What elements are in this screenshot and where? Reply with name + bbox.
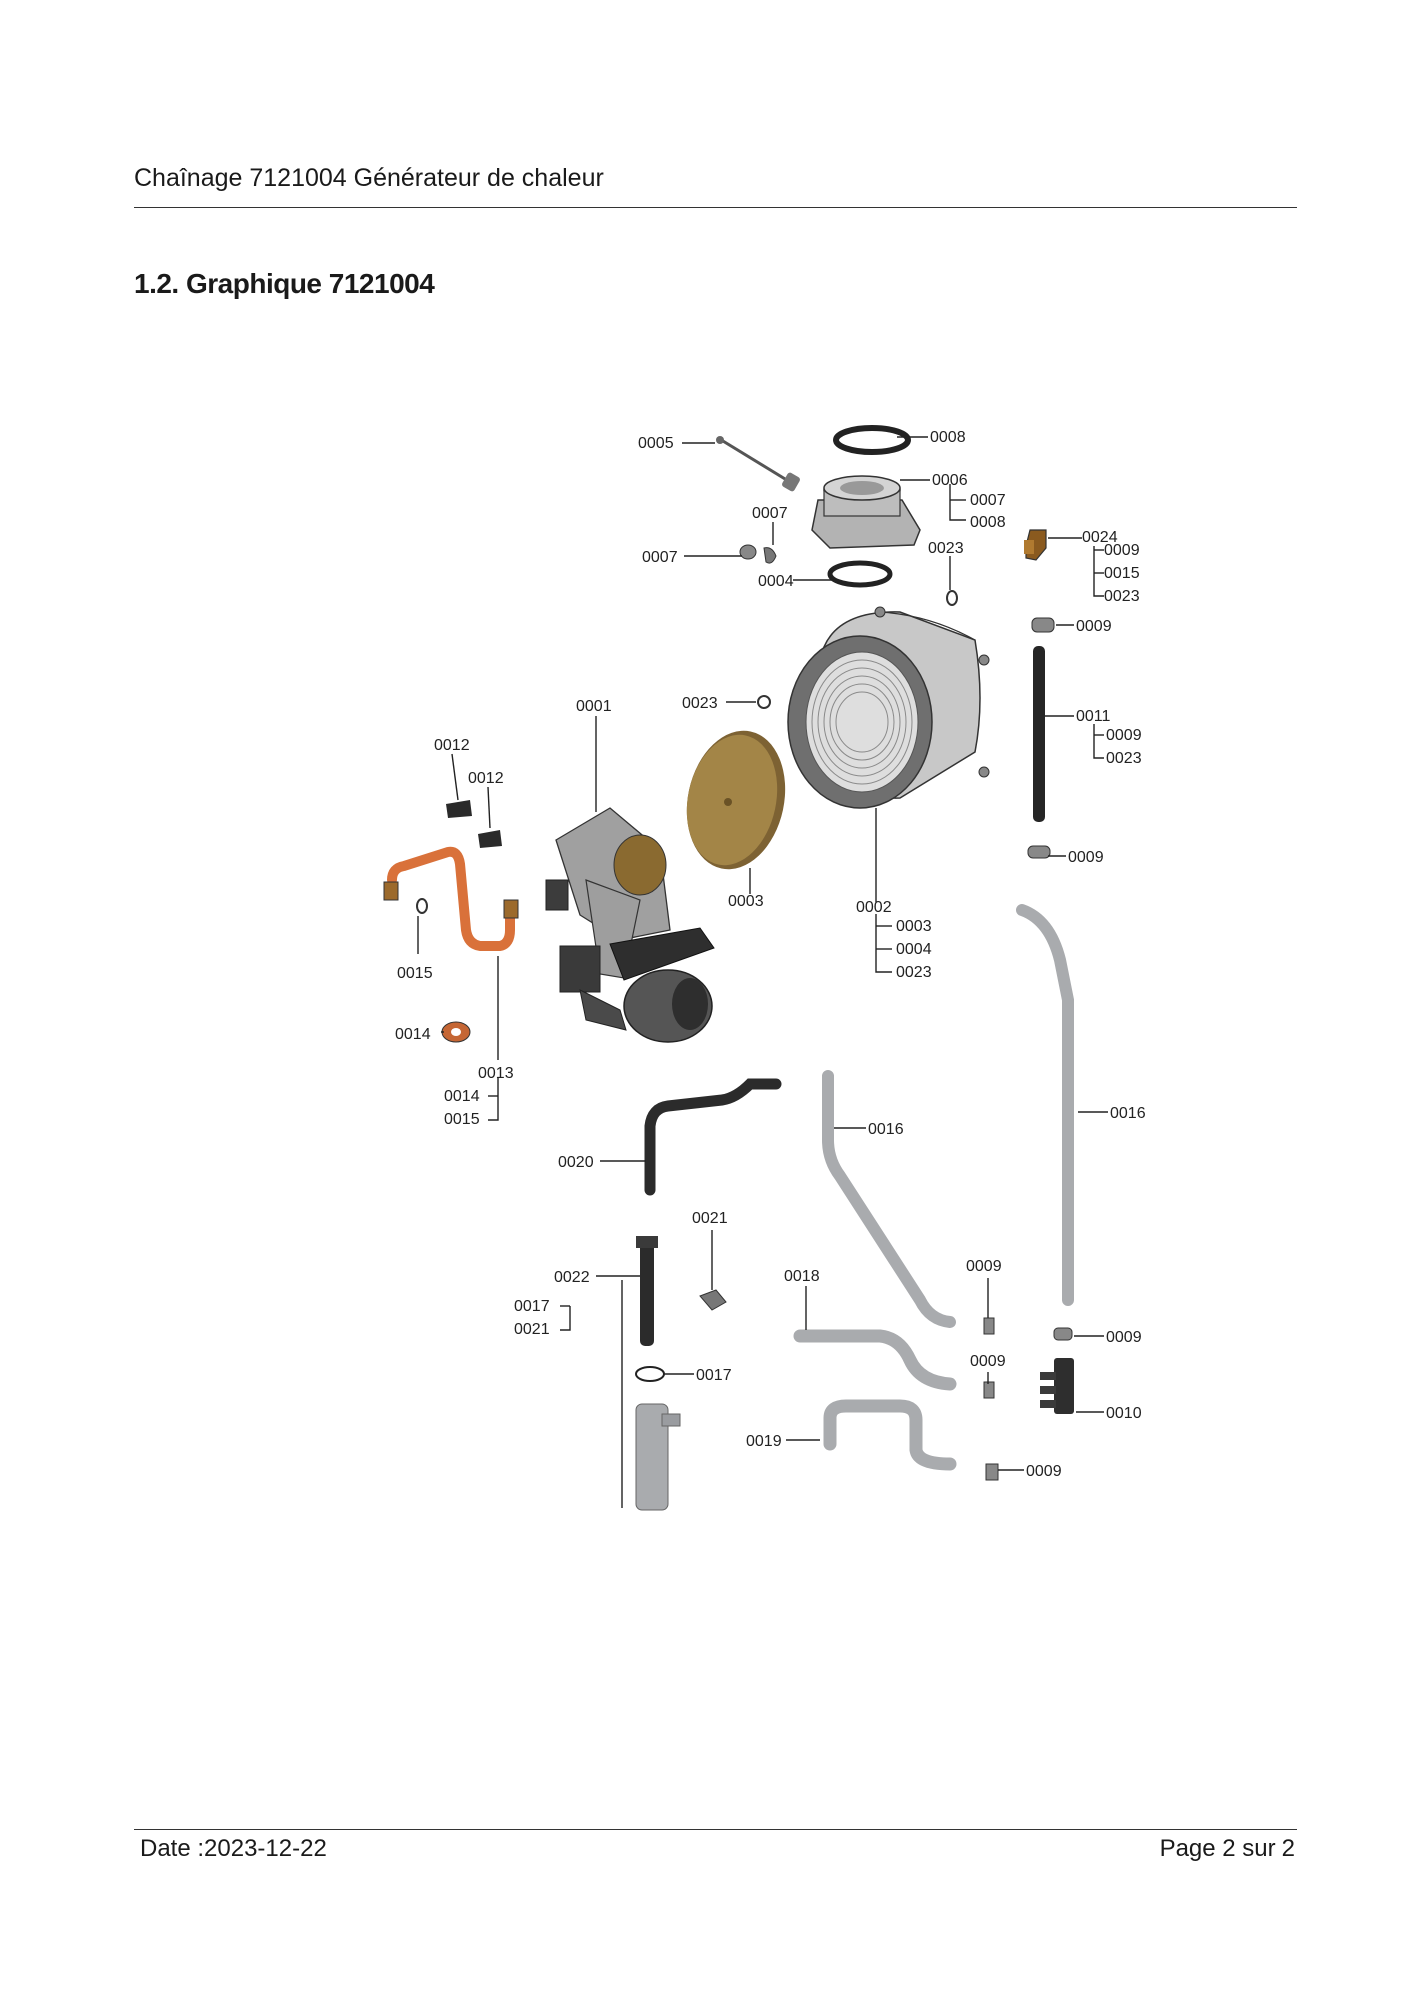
callout-0015: 0015	[397, 965, 433, 982]
part-0019-hose	[823, 1399, 957, 1471]
callout-0009-e: 0009	[1106, 1329, 1142, 1346]
callout-0007-b: 0007	[642, 549, 678, 566]
part-0018-hose	[793, 1329, 957, 1391]
callout-0016-a: 0016	[868, 1121, 904, 1138]
part-0006-burner-head	[811, 475, 921, 549]
part-0009-clamp-f	[1053, 1327, 1073, 1341]
part-0020-siphon	[644, 1078, 782, 1196]
part-0009-clamp-a	[1031, 617, 1055, 633]
callout-0024-sub-3: 0023	[1104, 588, 1140, 605]
part-0002-heat-exchanger	[787, 606, 990, 809]
part-0008-gasket	[833, 425, 911, 455]
callout-0006-sub-1: 0007	[970, 492, 1006, 509]
callout-0002-sub-2: 0004	[896, 941, 932, 958]
part-0016-long-tube	[1016, 904, 1074, 1306]
footer-page-label: Page 2 sur	[1159, 1835, 1276, 1862]
callout-0013-sub-2: 0015	[444, 1111, 480, 1128]
part-0010-manifold	[1040, 1358, 1074, 1414]
header-divider	[134, 207, 1297, 208]
callout-0014: 0014	[395, 1026, 431, 1043]
callout-0021: 0021	[692, 1210, 728, 1227]
callout-0011-sub-1: 0009	[1106, 727, 1142, 744]
part-0009-clamp-c	[983, 1317, 995, 1335]
part-trap-cup	[635, 1403, 681, 1511]
callout-0017: 0017	[696, 1367, 732, 1384]
footer-divider	[134, 1829, 1297, 1830]
part-0015-oring	[416, 898, 428, 914]
callout-0013: 0013	[478, 1065, 514, 1082]
part-0022-pipe	[636, 1236, 658, 1346]
callout-0009-c: 0009	[966, 1258, 1002, 1275]
part-0014-washer	[441, 1021, 471, 1043]
document-header-title: Chaînage 7121004 Générateur de chaleur	[134, 164, 604, 192]
callout-0003: 0003	[728, 893, 764, 910]
callout-0001: 0001	[576, 698, 612, 715]
part-0009-clamp-e	[985, 1463, 999, 1481]
part-0016-mid-tube	[822, 1070, 956, 1328]
callout-0009-f: 0009	[1026, 1463, 1062, 1480]
callout-0002-sub-1: 0003	[896, 918, 932, 935]
callout-0009-b: 0009	[1068, 849, 1104, 866]
callout-0012-b: 0012	[468, 770, 504, 787]
part-0009-clamp-d	[983, 1381, 995, 1399]
callout-0018: 0018	[784, 1268, 820, 1285]
callout-0013-sub-1: 0014	[444, 1088, 480, 1105]
callout-0019: 0019	[746, 1433, 782, 1450]
part-0005-sensor	[716, 436, 800, 492]
part-0013-copper-pipe	[387, 846, 515, 951]
callout-0011-sub-2: 0023	[1106, 750, 1142, 767]
part-0021-clip	[699, 1289, 727, 1311]
part-0013-fitting-right	[503, 899, 519, 919]
callout-0002: 0002	[856, 899, 892, 916]
callout-0024-sub-1: 0009	[1104, 542, 1140, 559]
callout-0024: 0024	[1082, 529, 1118, 546]
callout-0022-sub-1: 0017	[514, 1298, 550, 1315]
callout-0008: 0008	[930, 429, 966, 446]
callout-0020: 0020	[558, 1154, 594, 1171]
callout-0002-sub-3: 0023	[896, 964, 932, 981]
part-0024-elbow	[1024, 529, 1047, 561]
callout-0009-d: 0009	[970, 1353, 1006, 1370]
callout-leader-lines	[417, 436, 1108, 1508]
part-0013-fitting-left	[383, 881, 399, 901]
callout-0009-a: 0009	[1076, 618, 1112, 635]
section-title: 1.2. Graphique 7121004	[134, 268, 435, 299]
callout-labels: 0005 0008 0006 0007 0008 0007 0007 0004 …	[395, 429, 1146, 1480]
callout-0010: 0010	[1106, 1405, 1142, 1422]
part-0023-oring-b	[757, 695, 771, 709]
callout-0022: 0022	[554, 1269, 590, 1286]
callout-0005: 0005	[638, 435, 674, 452]
part-0007-plug	[739, 544, 777, 564]
part-0012-clips	[446, 800, 502, 848]
callout-0004: 0004	[758, 573, 794, 590]
part-0004-gasket	[827, 560, 893, 588]
callout-0007-a: 0007	[752, 505, 788, 522]
part-0011-tube	[1033, 646, 1045, 822]
callout-0023-b: 0023	[682, 695, 718, 712]
callout-0006-sub-2: 0008	[970, 514, 1006, 531]
footer-page-total: 2	[1281, 1835, 1295, 1862]
part-0017-oring	[635, 1366, 665, 1382]
part-0009-clamp-b	[1027, 845, 1051, 859]
callout-0006: 0006	[932, 472, 968, 489]
callout-0012-a: 0012	[434, 737, 470, 754]
callout-0016-b: 0016	[1110, 1105, 1146, 1122]
part-0003-insulation-disc	[686, 730, 786, 870]
callout-0011: 0011	[1076, 708, 1111, 725]
part-0001-fan-assembly	[545, 807, 715, 1043]
footer-date: Date :2023-12-22	[140, 1835, 327, 1862]
callout-0023-a: 0023	[928, 540, 964, 557]
callout-0024-sub-2: 0015	[1104, 565, 1140, 582]
callout-0022-sub-2: 0021	[514, 1321, 550, 1338]
part-0023-oring-a	[946, 590, 958, 606]
